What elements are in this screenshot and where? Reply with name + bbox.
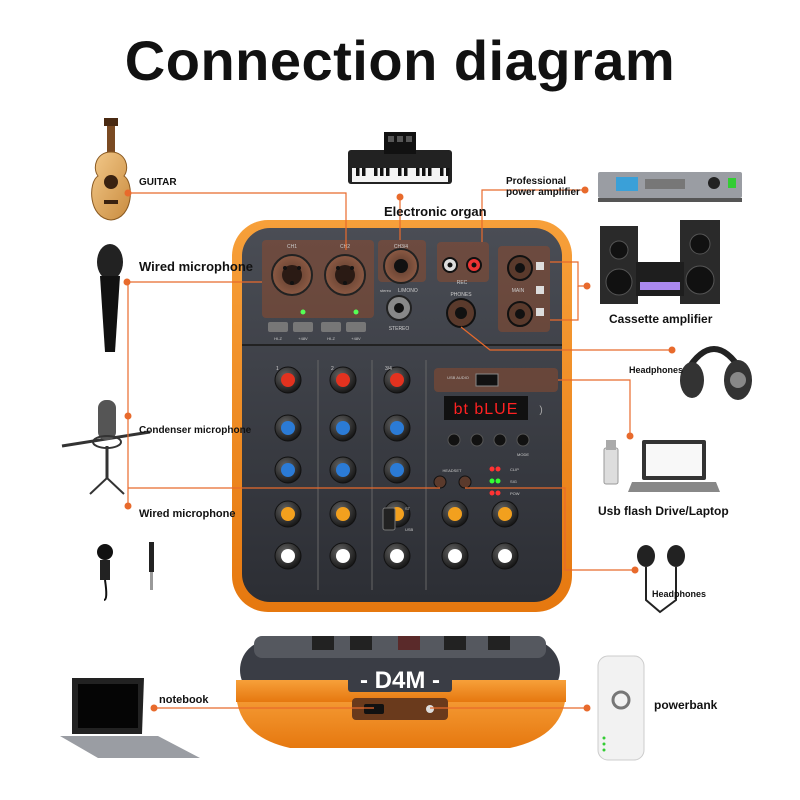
channel-knob[interactable] xyxy=(274,542,302,570)
condenser-microphone-icon xyxy=(61,400,151,495)
svg-text:CLIP: CLIP xyxy=(510,467,519,472)
svg-text:USB: USB xyxy=(405,527,414,532)
label-wired-microphone-top: Wired microphone xyxy=(139,259,254,274)
channel-knob[interactable] xyxy=(329,456,357,484)
svg-text:+48V: +48V xyxy=(351,336,361,341)
stereo-label: STEREO xyxy=(389,326,410,332)
rca-rec-jacks[interactable] xyxy=(442,257,482,273)
svg-text:HEADSET: HEADSET xyxy=(443,468,462,473)
channel-knob[interactable] xyxy=(383,456,411,484)
channel-knob[interactable] xyxy=(329,500,357,528)
display-text: bt bLUE xyxy=(454,401,519,418)
page-title: Connection diagram xyxy=(124,29,676,92)
electronic-organ-icon xyxy=(348,132,452,184)
led-display xyxy=(444,396,528,420)
usb-laptop-icon xyxy=(603,440,720,492)
label-usb-laptop: Usb flash Drive/Laptop xyxy=(598,504,729,518)
svg-text:ST: ST xyxy=(405,506,411,511)
mixer-panel xyxy=(242,228,562,602)
master-knob xyxy=(441,500,469,528)
channel-knob[interactable] xyxy=(329,366,357,394)
mixer-top-view: CH1 CH2 CH3/4 stereo L/MONO STEREO REC P… xyxy=(232,220,572,612)
label-electronic-organ: Electronic organ xyxy=(384,204,487,219)
master-knob xyxy=(441,542,469,570)
ch34-label: CH3/4 xyxy=(394,244,408,250)
label-cassette-amplifier: Cassette amplifier xyxy=(609,312,713,326)
lmono-label: L/MONO xyxy=(398,288,418,294)
model-name: - D4M - xyxy=(360,667,440,694)
channel-knob[interactable] xyxy=(274,366,302,394)
label-guitar: GUITAR xyxy=(139,177,177,188)
power-amplifier-icon xyxy=(598,172,742,202)
channel-knob[interactable] xyxy=(274,456,302,484)
svg-text:USB AUDIO: USB AUDIO xyxy=(447,375,469,380)
wired-microphone-icon xyxy=(97,244,123,352)
svg-text:POW: POW xyxy=(510,491,520,496)
rec-label: REC xyxy=(457,280,468,286)
mixer-front-view: - D4M - xyxy=(236,636,566,748)
front-knobs xyxy=(312,636,510,650)
lavalier-microphone-icon xyxy=(97,542,154,601)
label-condenser-microphone: Condenser microphone xyxy=(139,425,252,436)
label-notebook: notebook xyxy=(159,694,209,706)
svg-text:MODE: MODE xyxy=(517,452,529,457)
main-output-jacks[interactable] xyxy=(507,255,533,327)
headphones-icon xyxy=(680,346,752,400)
svg-text:+48V: +48V xyxy=(298,336,308,341)
usb-port xyxy=(475,373,499,387)
label-power-amplifier: Professional power amplifier xyxy=(506,176,580,198)
earphones-icon xyxy=(637,545,685,614)
strip-number: 1 xyxy=(276,366,279,372)
strip-number: 3/4 xyxy=(385,366,392,372)
channel-knobs[interactable]: 1 2 3/4 xyxy=(274,366,519,570)
master-knob xyxy=(491,542,519,570)
svg-text:HI-Z: HI-Z xyxy=(274,336,282,341)
channel-knob[interactable] xyxy=(274,414,302,442)
guitar-icon xyxy=(91,118,131,221)
jack-stereo[interactable] xyxy=(386,295,412,321)
channel-knob[interactable] xyxy=(329,542,357,570)
cassette-amplifier-speakers-icon xyxy=(600,220,720,304)
label-powerbank: powerbank xyxy=(654,698,718,712)
stereo-short-label: stereo xyxy=(380,288,392,293)
channel-knob[interactable] xyxy=(383,542,411,570)
svg-text:): ) xyxy=(539,405,542,416)
phones-jack[interactable] xyxy=(446,298,476,328)
connection-lines xyxy=(127,189,672,709)
svg-text:SIG: SIG xyxy=(510,479,517,484)
svg-text:HI-Z: HI-Z xyxy=(327,336,335,341)
channel-knob[interactable] xyxy=(383,414,411,442)
channel-knob[interactable] xyxy=(329,414,357,442)
jack-ch34-lmono[interactable] xyxy=(383,248,419,284)
notebook-icon xyxy=(60,678,200,758)
channel-knob[interactable] xyxy=(274,500,302,528)
label-headphones-big: Headphones xyxy=(629,365,684,375)
strip-number: 2 xyxy=(331,366,334,372)
channel-knob[interactable] xyxy=(383,366,411,394)
ch1-label: CH1 xyxy=(287,244,297,250)
xlr-jack-ch2[interactable] xyxy=(324,254,366,296)
label-earphones: Headphones xyxy=(652,589,707,599)
powerbank-icon xyxy=(597,655,645,761)
xlr-jack-ch1[interactable] xyxy=(271,254,313,296)
ch2-label: CH2 xyxy=(340,244,350,250)
label-wired-microphone-lavalier: Wired microphone xyxy=(139,508,236,520)
main-top-label: MAIN xyxy=(512,288,525,294)
phones-top-label: PHONES xyxy=(450,292,472,298)
connection-dots xyxy=(123,186,676,712)
master-knob xyxy=(491,500,519,528)
